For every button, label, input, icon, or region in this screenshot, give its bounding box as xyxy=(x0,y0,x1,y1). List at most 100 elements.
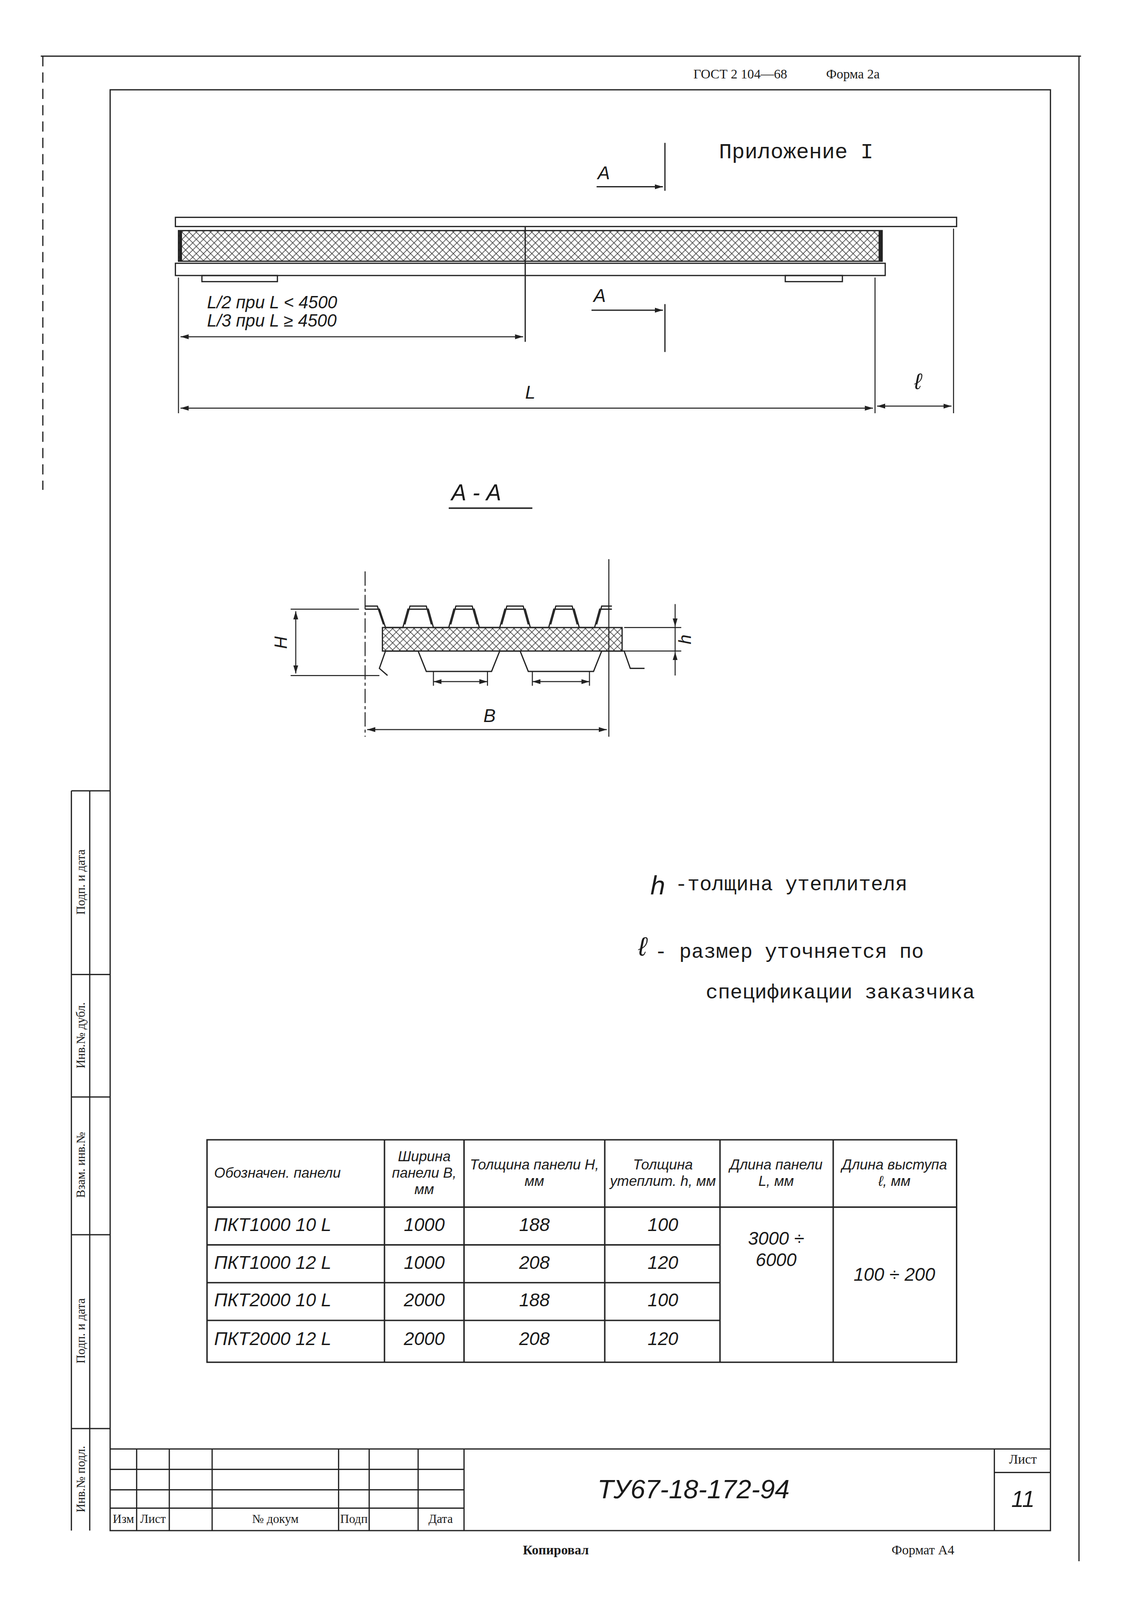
title-block-grid-part xyxy=(110,1448,1051,1531)
drawing-label: B xyxy=(483,705,496,727)
dimension-line-part xyxy=(178,228,954,414)
section-view xyxy=(365,508,645,676)
note-text: - размер уточняется по спецификации зака… xyxy=(654,932,1002,1014)
stamp-label: Подп. и дата xyxy=(73,849,88,915)
table-cell: 208 xyxy=(518,1328,550,1350)
section-view-part xyxy=(365,609,613,628)
table-cell: Толщина панели H, мм xyxy=(467,1156,601,1190)
stamp-column xyxy=(71,790,111,1531)
table-cell: Ширина панели B, мм xyxy=(386,1148,463,1198)
section-dimension-part xyxy=(290,609,380,676)
section-mark-part xyxy=(664,142,666,353)
table-grid-part xyxy=(207,1206,957,1208)
title-block-text: Формат А4 xyxy=(891,1542,955,1558)
note-text: -толщина утеплителя xyxy=(674,873,908,897)
title-block-text: ТУ67-18-172-94 xyxy=(597,1473,790,1505)
section-view-part xyxy=(448,507,533,509)
panel-side-view-part xyxy=(175,263,886,276)
table-grid-part xyxy=(384,1139,834,1363)
drawing-label: А - А xyxy=(451,479,502,506)
table-grid-part xyxy=(207,1244,721,1321)
note-text: h xyxy=(650,870,665,901)
drawing-label: А xyxy=(593,285,606,307)
section-dimension-part xyxy=(624,627,682,651)
table-grid xyxy=(207,1139,957,1363)
stamp-label: Подп. и дата xyxy=(73,1298,88,1364)
section-dimension-part xyxy=(367,729,608,731)
table-cell: 100 ÷ 200 xyxy=(837,1264,952,1286)
section-dimension-part xyxy=(433,671,590,686)
table-cell: Длина панели L, мм xyxy=(723,1156,830,1190)
section-mark xyxy=(591,142,665,353)
drawing-label: L/2 при L < 4500 xyxy=(207,292,338,313)
section-dimension-part xyxy=(295,611,296,674)
table-cell: 2000 xyxy=(403,1289,445,1311)
table-cell: 100 xyxy=(647,1289,679,1311)
section-mark-part xyxy=(591,309,664,312)
table-cell: Обозначен. панели xyxy=(214,1164,378,1182)
table-cell: Толщина утеплит. h, мм xyxy=(608,1156,717,1190)
sheet-frame xyxy=(40,56,1081,1562)
stamp-label: Взам. инв.№ xyxy=(73,1131,88,1198)
section-view-part xyxy=(365,606,613,625)
note-text: ℓ xyxy=(638,931,647,962)
section-mark-part xyxy=(596,186,663,188)
table-cell: 100 xyxy=(647,1214,679,1236)
panel-side-view-part xyxy=(180,230,881,262)
title-block-text: Копировал xyxy=(523,1542,590,1558)
panel-side-view-part xyxy=(202,275,278,282)
table-cell: 3000 ÷ 6000 xyxy=(725,1228,828,1271)
drawing-label: L/3 при L ≥ 4500 xyxy=(207,311,337,332)
title-block-text: Подп xyxy=(340,1511,368,1526)
drawing-label: H xyxy=(271,636,292,649)
drawing-label: h xyxy=(675,634,696,645)
section-dimension xyxy=(290,559,681,737)
sheet-frame-part xyxy=(1078,56,1080,1562)
title-block-text: Лист xyxy=(140,1511,166,1526)
table-cell: 188 xyxy=(518,1214,550,1236)
title-block-text: № докум xyxy=(252,1511,299,1526)
table-cell: 1000 xyxy=(403,1214,445,1236)
section-dimension-part xyxy=(674,603,676,627)
drawing-label: ℓ xyxy=(914,368,922,395)
section-dimension-part xyxy=(433,680,488,682)
dimension-line-part xyxy=(180,407,873,409)
drawing-label: А xyxy=(597,162,610,184)
table-cell: ПКТ2000 12 L xyxy=(214,1328,332,1350)
title-block-grid-part xyxy=(110,1469,465,1509)
table-cell: 188 xyxy=(518,1289,550,1311)
table-grid-part xyxy=(207,1139,957,1363)
form-header: ГОСТ 2 104—68 xyxy=(693,66,788,82)
table-cell: 2000 xyxy=(403,1328,445,1350)
section-dimension-part xyxy=(364,571,366,737)
sheet-frame-part xyxy=(40,55,1081,58)
section-view-part xyxy=(382,627,623,651)
section-dimension-part xyxy=(608,559,610,737)
dimension-line xyxy=(178,228,954,414)
dimension-line-part xyxy=(876,405,952,407)
section-dimension-part xyxy=(674,652,676,676)
panel-side-view-part xyxy=(178,230,882,262)
stamp-column-part xyxy=(71,790,111,1531)
table-cell: 1000 xyxy=(403,1251,445,1273)
panel-side-view xyxy=(175,217,957,343)
table-cell: 120 xyxy=(647,1251,679,1273)
section-dimension-part xyxy=(532,680,590,682)
table-cell: Длина выступа ℓ, мм xyxy=(837,1156,952,1190)
title-block-text: Изм xyxy=(112,1511,135,1526)
form-header: Форма 2а xyxy=(825,66,880,82)
drawing-label: L xyxy=(525,382,536,404)
sheet-frame-part xyxy=(42,56,44,490)
title-block-text: Дата xyxy=(428,1511,453,1526)
table-cell: ПКТ2000 10 L xyxy=(214,1289,332,1311)
table-cell: 208 xyxy=(518,1251,550,1273)
appendix-title: Приложение I xyxy=(719,140,874,166)
table-cell: 120 xyxy=(647,1328,679,1350)
panel-side-view-part xyxy=(524,226,526,343)
stamp-label: Инв.№ подл. xyxy=(73,1445,88,1513)
sheet-frame-part xyxy=(110,89,1051,1531)
title-block-text: Лист xyxy=(1009,1451,1038,1467)
stamp-label: Инв.№ дубл. xyxy=(73,1001,88,1069)
